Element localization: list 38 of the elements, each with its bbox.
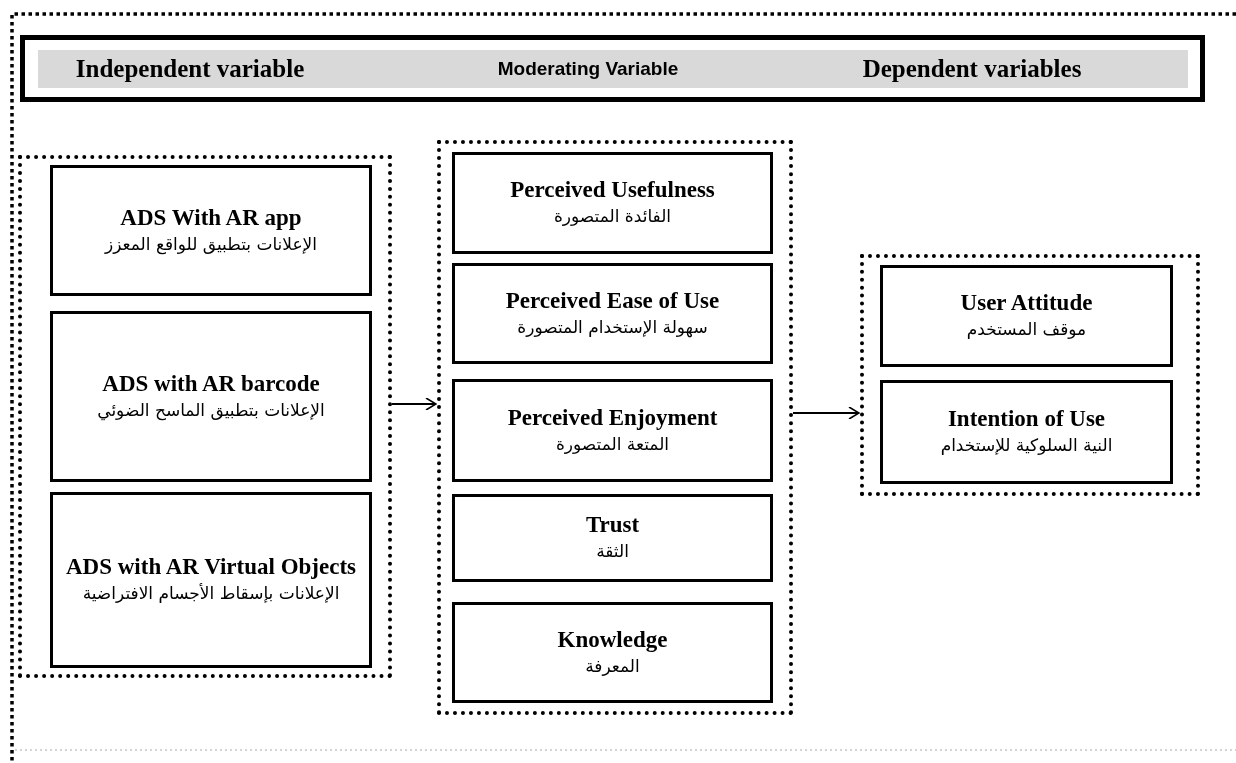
arabic-label: المتعة المتصورة	[555, 432, 670, 456]
variable-name: Perceived Usefulness	[510, 176, 715, 205]
arabic-label: الإعلانات بإسقاط الأجسام الافتراضية	[82, 582, 340, 606]
dotted-group-box	[437, 140, 793, 715]
variable-box	[880, 265, 1173, 367]
variable-box	[50, 311, 372, 482]
variable-name: ADS with AR Virtual Objects	[65, 553, 357, 582]
variable-box	[50, 492, 372, 668]
column-heading: Dependent variables	[862, 55, 1082, 83]
variable-box	[452, 602, 773, 703]
variable-name: User Attitude	[960, 289, 1093, 318]
variable-box	[50, 165, 372, 296]
column-heading: Moderating Variable	[497, 58, 679, 80]
variable-name: Perceived Enjoyment	[507, 403, 718, 432]
variable-box	[452, 379, 773, 482]
arabic-label: المعرفة	[585, 654, 640, 678]
arabic-label: الإعلانات بتطبيق الماسح الضوئي	[97, 398, 325, 423]
arrow	[792, 406, 860, 420]
arabic-label: سهولة الإستخدام المتصورة	[517, 315, 708, 340]
variable-name: Knowledge	[557, 625, 668, 654]
dotted-group-box	[18, 155, 392, 678]
dotted-group-box	[860, 254, 1200, 496]
arrow	[391, 397, 437, 411]
arabic-label: موقف المستخدم	[966, 318, 1087, 342]
variable-name: Trust	[585, 511, 640, 540]
variable-name: Intention of Use	[947, 405, 1106, 434]
variable-name: ADS with AR barcode	[102, 369, 320, 398]
variable-box	[452, 263, 773, 364]
arabic-label: النية السلوكية للإستخدام	[940, 434, 1113, 458]
variable-box	[452, 152, 773, 254]
variable-box	[880, 380, 1173, 484]
arabic-label: الإعلانات بتطبيق للواقع المعزز	[104, 232, 318, 257]
arabic-label: الفائدة المتصورة	[553, 205, 672, 229]
column-heading: Independent variable	[75, 55, 305, 83]
variable-name: ADS With AR app	[120, 203, 302, 232]
arabic-label: الثقة	[596, 540, 629, 564]
variable-box	[452, 494, 773, 582]
variable-name: Perceived Ease of Use	[505, 286, 720, 315]
